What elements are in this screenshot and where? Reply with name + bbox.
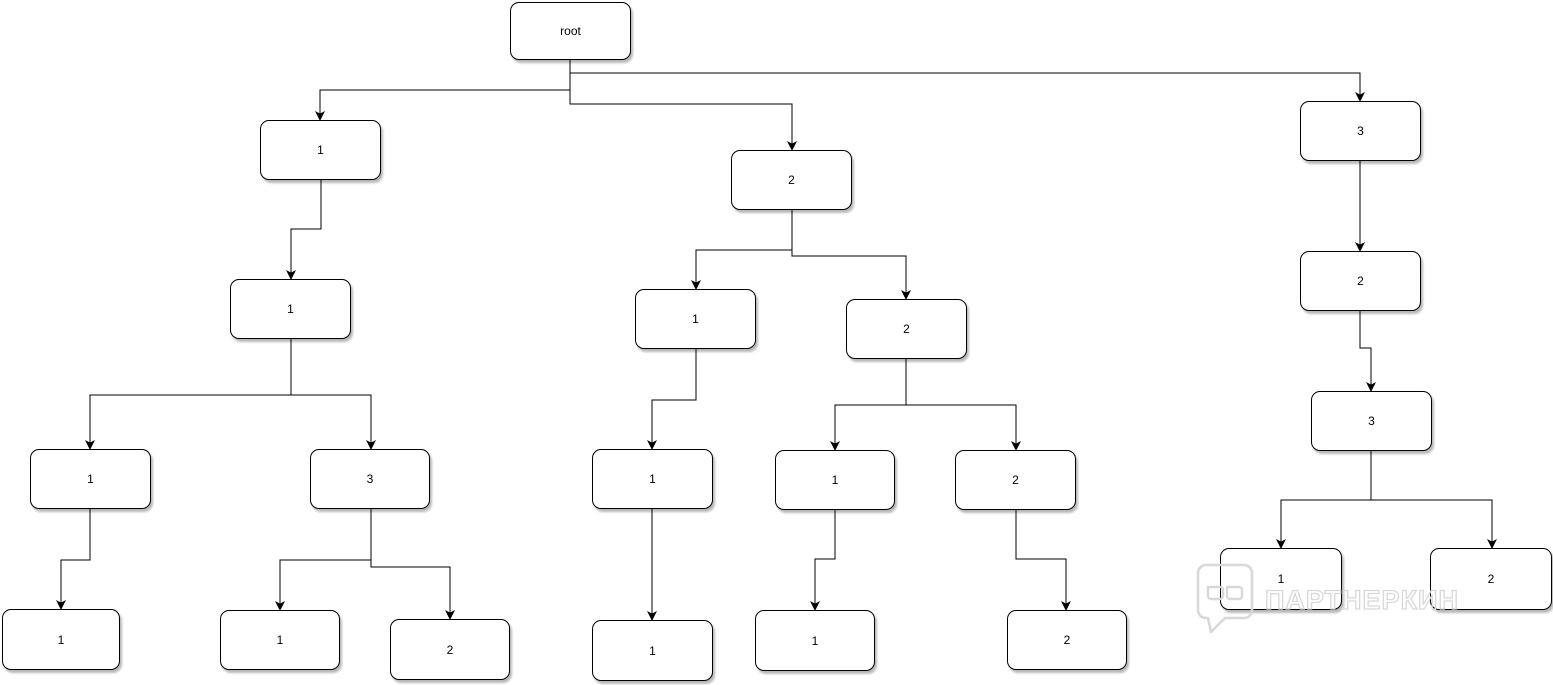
tree-node-b11: 1 (592, 449, 713, 509)
tree-edge-c2-c23 (1359, 311, 1376, 392)
tree-node-b1: 1 (635, 289, 756, 349)
tree-node-a111: 1 (2, 609, 120, 670)
tree-node-b: 2 (731, 150, 852, 210)
tree-node-c232: 2 (1430, 548, 1552, 610)
tree-edge-root-a (315, 60, 571, 121)
tree-node-a11: 1 (30, 449, 151, 509)
tree-node-root: root (510, 2, 631, 60)
tree-node-b111: 1 (592, 620, 713, 681)
tree-node-c2: 2 (1300, 251, 1421, 311)
tree-node-a131: 1 (220, 610, 340, 670)
tree-node-b21: 1 (775, 450, 895, 510)
tree-node-b2: 2 (846, 299, 967, 359)
tree-edge-a1-a13 (290, 339, 376, 450)
tree-edge-b1-b11 (647, 349, 697, 450)
tree-edge-c23-c231 (1276, 451, 1372, 549)
tree-edge-b-b1 (691, 210, 793, 290)
tree-node-b211: 1 (755, 610, 875, 671)
tree-edge-a11-a111 (56, 509, 91, 610)
tree-edge-b2-b22 (905, 359, 1021, 451)
tree-edge-root-c (569, 60, 1365, 102)
tree-node-c: 3 (1300, 101, 1421, 161)
tree-edge-b21-b211 (810, 510, 836, 611)
tree-node-a: 1 (260, 120, 381, 180)
tree-node-c23: 3 (1311, 391, 1432, 451)
tree-node-a1: 1 (230, 279, 351, 339)
tree-node-a13: 3 (310, 449, 430, 509)
tree-edge-b22-b221 (1015, 510, 1071, 611)
tree-edge-root-b (569, 60, 797, 151)
tree-edge-a-a1 (286, 180, 322, 280)
tree-edge-a13-a132 (370, 509, 455, 620)
tree-edge-c23-c232 (1370, 451, 1497, 549)
tree-edge-a13-a131 (275, 509, 372, 611)
tree-edge-b-b2 (791, 210, 911, 300)
tree-edge-b2-b21 (830, 359, 907, 451)
tree-node-a132: 2 (390, 619, 510, 680)
tree-node-c231: 1 (1220, 548, 1342, 610)
tree-node-b221: 2 (1007, 610, 1127, 670)
tree-node-b22: 2 (955, 450, 1076, 510)
tree-edge-a1-a11 (85, 339, 292, 450)
